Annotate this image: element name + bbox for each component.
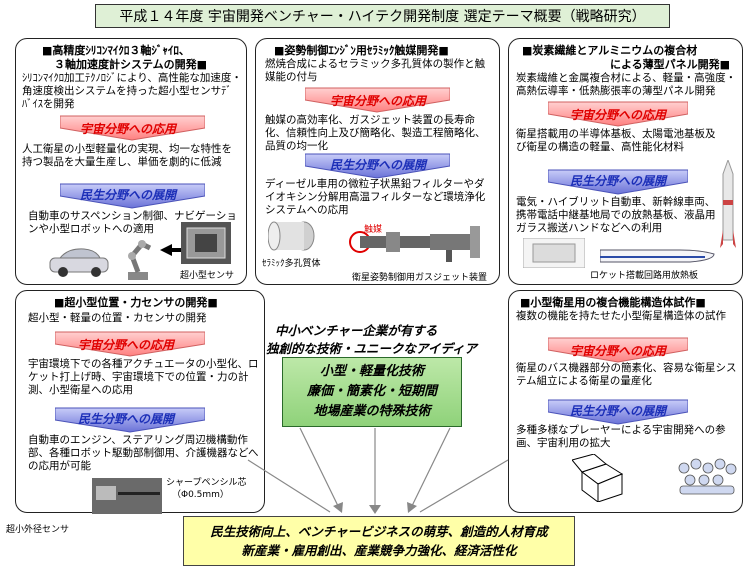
panel-small-satellite-title: ■小型衛星用の複合機能構造体試作■ [518, 294, 708, 310]
panel-small-satellite-civil-label: 民生分野への展開 [570, 404, 667, 418]
heat-sink-plate-image [523, 238, 585, 268]
space-arrow-icon [305, 87, 450, 113]
panel-catalyst-space: 触媒の高効率化、ガスジェット装置の長寿命化、信頼性向上及び簡略化、製造工程簡略化… [265, 114, 486, 152]
panel-composite-space: 衛星搭載用の半導体基板、太陽電池基板及び衛星の構造の軽量、高性能化材料 [516, 128, 716, 153]
heat-sink-caption: ロケット搭載回路用放熱板 [590, 271, 699, 281]
gasjet-device-image [349, 226, 480, 262]
civil-arrow-icon [548, 169, 688, 195]
center-tech-line-2: 廉価・簡素化・短期間 [306, 384, 437, 399]
panel-small-satellite-desc: 複数の機能を持たせた小型衛星構造体の試作 [516, 310, 726, 322]
panel-gyro-space: 人工衛星の小型軽量化の実現、均一な特性を持つ製品を大量生産し、単価を劇的に低減 [22, 143, 232, 168]
panel-force-sensor-space: 宇宙環境下での各種アクチュエータの小型化、ロケット打上げ時、宇宙環境下での位置・… [28, 358, 259, 396]
pointer-arrow-icon [160, 244, 182, 256]
center-tech-line-1: 小型・軽量化技術 [319, 364, 424, 379]
panel-small-satellite-space: 衛星のバス機器部分の簡素化、容易な衛星システム組立による衛星の量産化 [516, 362, 737, 387]
panel-gyro-title-1: ■高精度ｼﾘｺﾝﾏｲｸﾛ３軸ｼﾞｬｲﾛ、 [40, 42, 192, 58]
micro-sensor-image [92, 478, 162, 514]
center-tech-line-3: 地場産業の特殊技術 [313, 404, 431, 419]
panel-force-sensor-desc: 超小型・軽量の位置・カセンサの開発 [28, 312, 207, 324]
rocket-image [720, 160, 736, 248]
page-title: 平成１４年度 宇宙開発ベンチャー・ハイテク開発制度 選定テーマ概要（戦略研究） [95, 4, 670, 28]
sensor-caption: 超小型センサ [180, 271, 235, 281]
space-arrow-icon [548, 337, 688, 363]
space-arrow-icon [548, 101, 688, 127]
satellite-box-image [572, 454, 624, 502]
panel-small-satellite-civil: 多種多様なプレーヤーによる宇宙開発への参画、宇宙利用の拡大 [516, 424, 726, 449]
pencil-caption-1: シャープペンシル芯 [166, 478, 247, 488]
panel-gyro-desc: ｼﾘｺﾝﾏｲｸﾛ加工ﾃｸﾉﾛｼﾞにより、高性能な加速度・角速度検出システムを持っ… [22, 72, 242, 110]
pencil-caption-2: （Φ0.5mm） [172, 490, 229, 500]
panel-catalyst-civil-label: 民生分野への展開 [330, 158, 427, 172]
sensor-chip-image [181, 222, 231, 264]
catalyst-caption: 触媒 [364, 225, 383, 235]
panel-catalyst-title: ■姿勢制御ｴﾝｼﾞﾝ用ｾﾗﾐｯｸ触媒開発■ [272, 42, 451, 58]
panel-catalyst-space-label: 宇宙分野への応用 [330, 94, 427, 108]
ceramic-caption: ｾﾗﾐｯｸ多孔質体 [262, 259, 321, 269]
bottom-outcome-line-1: 民生技術向上、ベンチャービジネスの萌芽、創造的人材育成 [210, 524, 548, 539]
center-heading-2: 独創的な技術・ユニークなアイディア [266, 341, 478, 356]
panel-composite-civil: 電気・ハイブリット自動車、新幹線車両、携帯電話中継基地局での放熱基板、液晶用ガラ… [516, 196, 716, 234]
people-crowd-image [678, 458, 737, 495]
gasjet-caption: 衛星姿勢制御用ガスジェット装置 [352, 273, 488, 283]
micro-sensor-caption: 超小外径センサ [6, 525, 70, 535]
space-arrow-icon [60, 115, 205, 141]
robot-image [128, 240, 152, 280]
panel-gyro-civil: 自動車のサスペンション制御、ナビゲーションや小型ロボットへの適用 [28, 210, 237, 235]
panel-composite-desc: 炭素繊維と金属複合材による、軽量・高強度・高熱伝導率・低熱膨張率の薄型パネル開発 [516, 72, 737, 97]
panel-gyro-space-label: 宇宙分野への応用 [80, 122, 177, 136]
panel-force-sensor-civil: 自動車のエンジン、ステアリング周辺機構動作部、各種ロボット駆動部制御用、介護機器… [28, 434, 259, 472]
panel-force-sensor-civil-label: 民生分野への展開 [78, 412, 175, 426]
panel-force-sensor [15, 290, 265, 513]
civil-arrow-icon [548, 399, 688, 425]
center-heading-1: 中小ベンチャー企業が有する [275, 323, 438, 338]
panel-catalyst-civil: ディーゼル車用の微粒子状黒鉛フィルターやダイオキシン分解用高温フィルターなど環境… [265, 178, 486, 216]
panel-force-sensor-space-label: 宇宙分野への応用 [78, 338, 175, 352]
panel-composite-space-label: 宇宙分野への応用 [570, 108, 667, 122]
panel-force-sensor-title: ■超小型位置・力センサの開発■ [52, 294, 220, 310]
panel-small-satellite-space-label: 宇宙分野への応用 [570, 344, 667, 358]
car-image [49, 248, 109, 277]
ceramic-image [268, 221, 315, 251]
train-image [600, 249, 715, 263]
center-tech-box: 小型・軽量化技術 廉価・簡素化・短期間 地場産業の特殊技術 [282, 357, 462, 427]
bottom-outcome-line-2: 新産業・雇用創出、産業競争力強化、経済活性化 [241, 543, 517, 558]
panel-composite-title-1: ■炭素繊維とアルミニウムの複合材 [520, 42, 700, 58]
space-arrow-icon [55, 331, 205, 357]
panel-composite-civil-label: 民生分野への展開 [570, 174, 667, 188]
panel-composite-title-2: による薄型パネル開発■ [608, 56, 733, 72]
civil-arrow-icon [60, 183, 205, 209]
panel-gyro-title-2: ３軸加速度計システムの開発■ [52, 56, 210, 72]
panel-catalyst-desc: 燃焼合成によるセラミック多孔質体の製作と触媒能の付与 [265, 58, 486, 83]
panel-gyro-civil-label: 民生分野への展開 [80, 188, 177, 202]
civil-arrow-icon [305, 153, 450, 179]
page-title-text: 平成１４年度 宇宙開発ベンチャー・ハイテク開発制度 選定テーマ概要（戦略研究） [119, 9, 646, 25]
civil-arrow-icon [55, 407, 205, 433]
bottom-outcome-box: 民生技術向上、ベンチャービジネスの萌芽、創造的人材育成 新産業・雇用創出、産業競… [183, 516, 575, 566]
